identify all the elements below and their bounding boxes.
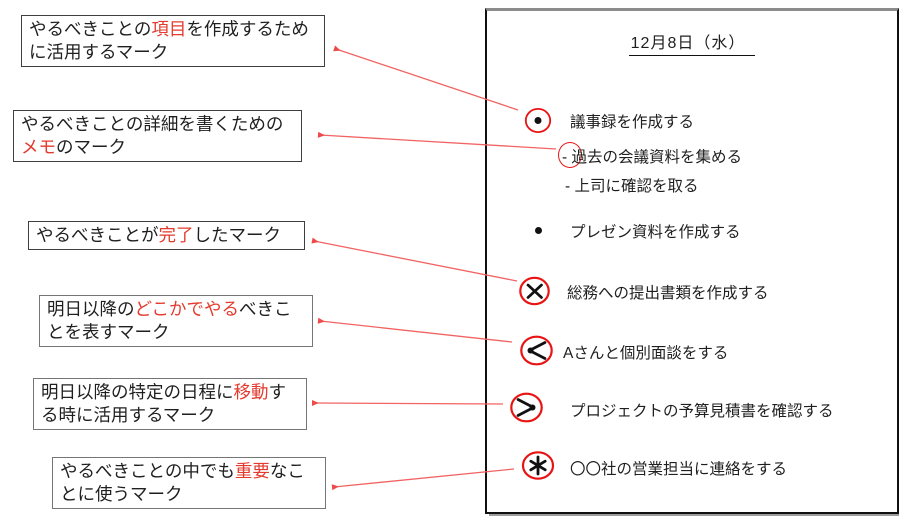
circled-less-than-icon bbox=[520, 335, 553, 366]
panel-date-title: 12月8日（水） bbox=[487, 29, 897, 56]
task-label: - 過去の会議資料を集める bbox=[562, 149, 742, 166]
annotation-box-memo: やるべきことの詳細を書くためのメモのマーク bbox=[13, 110, 302, 162]
plain-text: する時に活用するマーク bbox=[41, 382, 286, 425]
highlighted-text: 重要 bbox=[234, 461, 270, 481]
task-label: 議事録を作成する bbox=[570, 114, 695, 131]
plain-text: を作成するために活用するマーク bbox=[29, 19, 309, 62]
panel-date-text: 12月8日（水） bbox=[628, 35, 756, 56]
plain-text: やるべきことの bbox=[29, 19, 152, 39]
bullet-icon bbox=[535, 227, 542, 234]
annotation-box-move: 明日以降の特定の日程に移動する時に活用するマーク bbox=[33, 378, 307, 430]
highlighted-text: どこかでやる bbox=[134, 299, 239, 319]
task-label: - 上司に確認を取る bbox=[565, 178, 699, 195]
arrow-someday bbox=[317, 317, 513, 343]
plain-text: 明日以降の bbox=[47, 299, 135, 319]
plain-text: 明日以降の特定の日程に bbox=[41, 382, 234, 402]
task-label: 〇〇社の営業担当に連絡をする bbox=[570, 461, 788, 478]
annotation-box-item: やるべきことの項目を作成するために活用するマーク bbox=[21, 15, 325, 67]
task-label: プロジェクトの予算見積書を確認する bbox=[570, 403, 834, 420]
annotation-box-done: やるべきことが完了したマーク bbox=[28, 221, 305, 250]
plain-text: のマーク bbox=[56, 137, 126, 157]
plain-text: やるべきことの詳細を書くための bbox=[21, 114, 284, 134]
annotation-box-someday: 明日以降のどこかでやるべきことを表すマーク bbox=[39, 295, 313, 347]
circled-asterisk-icon bbox=[521, 451, 555, 480]
circled-dot-icon bbox=[524, 107, 552, 134]
task-label: Aさんと個別面談をする bbox=[563, 345, 729, 362]
plain-text: したマーク bbox=[193, 225, 282, 245]
circled-dash-icon bbox=[558, 142, 582, 168]
highlighted-text: 完了 bbox=[158, 225, 194, 245]
plain-text: やるべきことが bbox=[36, 225, 159, 245]
task-label: 総務への提出書類を作成する bbox=[567, 285, 769, 302]
arrow-move bbox=[311, 399, 504, 406]
plain-text: やるべきことの中でも bbox=[60, 461, 235, 481]
highlighted-text: 移動 bbox=[233, 382, 269, 402]
circled-greater-than-icon bbox=[510, 392, 543, 423]
highlighted-text: メモ bbox=[21, 137, 56, 157]
annotation-box-important: やるべきことの中でも重要なことに使うマーク bbox=[52, 457, 326, 509]
day-panel: 12月8日（水） 議事録を作成する - 過去の会議資料を集める - 上司に確認を… bbox=[485, 8, 899, 514]
task-label: プレゼン資料を作成する bbox=[570, 224, 741, 241]
circled-x-icon bbox=[519, 276, 550, 306]
plain-text: なことに使うマーク bbox=[60, 461, 305, 504]
highlighted-text: 項目 bbox=[151, 19, 187, 39]
plain-text: べきことを表すマーク bbox=[47, 299, 292, 342]
